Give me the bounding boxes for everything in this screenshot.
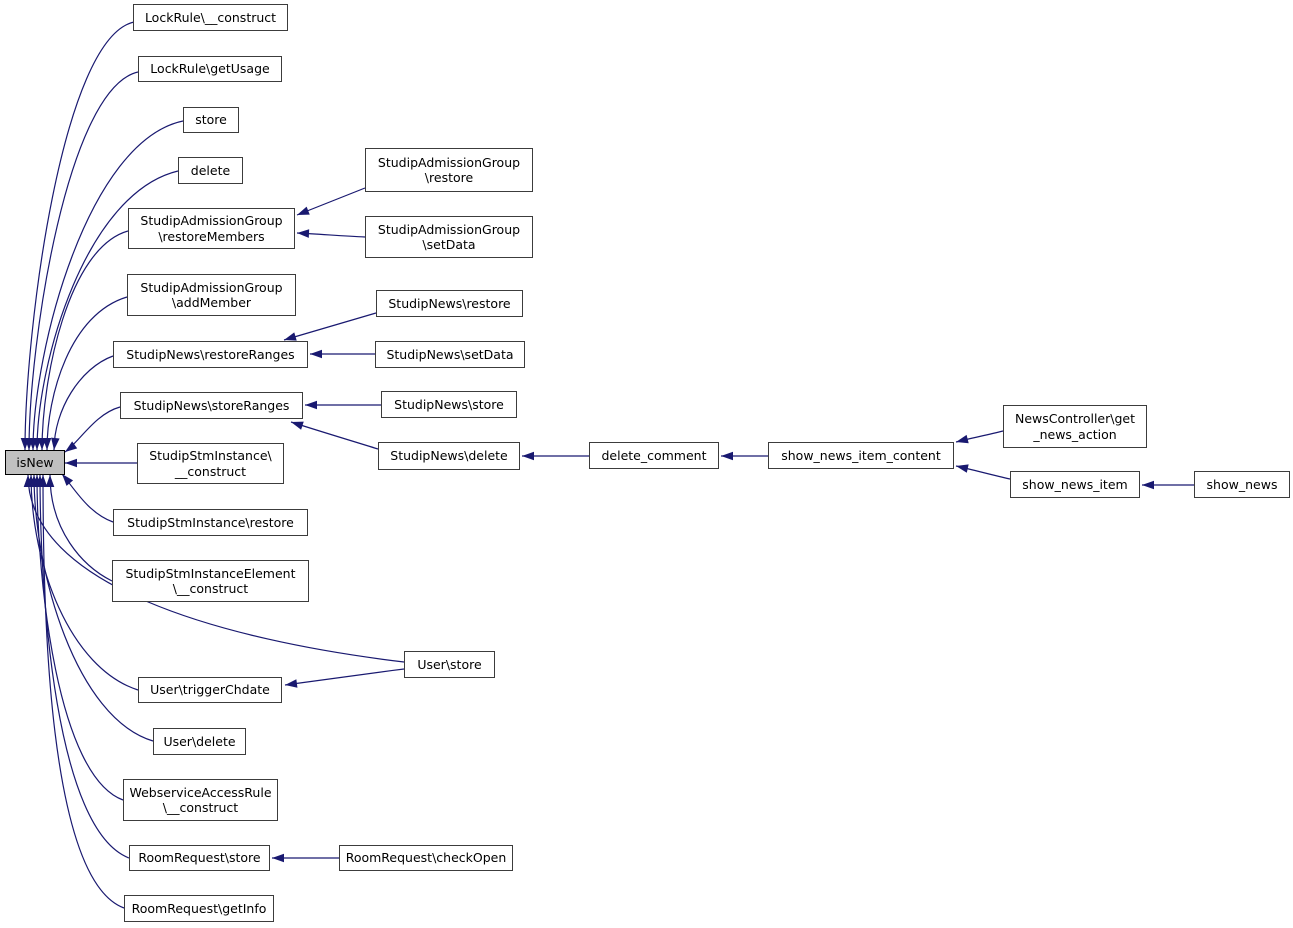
graph-node-label: StudipNews\restoreRanges [126,346,295,362]
graph-node-newscontroller-get-news-action[interactable]: NewsController\get _news_action [1003,405,1147,448]
graph-node-news-setdata[interactable]: StudipNews\setData [375,341,525,368]
graph-node-show-news[interactable]: show_news [1194,471,1290,498]
edge-delete-to-isnew [36,170,179,451]
graph-node-roomrequest-checkopen[interactable]: RoomRequest\checkOpen [339,845,513,871]
graph-node-label: StudipNews\store [394,396,504,412]
edge-adm-addmember-to-isnew [46,296,128,451]
graph-node-label: StudipAdmissionGroup \setData [377,221,521,252]
graph-node-user-delete[interactable]: User\delete [153,728,246,755]
edge-lockrule-construct-to-isnew [24,21,135,451]
graph-node-label: show_news_item [1022,476,1128,492]
graph-node-label: show_news [1206,476,1278,492]
arrowhead-adm-addmember-to-isnew [42,438,52,450]
graph-node-stm-construct[interactable]: StudipStmInstance\ __construct [137,443,284,484]
graph-node-stm-element-construct[interactable]: StudipStmInstanceElement \__construct [112,560,309,602]
graph-node-delete[interactable]: delete [178,157,243,184]
graph-node-adm-setdata[interactable]: StudipAdmissionGroup \setData [365,216,533,258]
graph-node-label: User\triggerChdate [150,682,270,698]
graph-node-label: RoomRequest\store [138,850,261,866]
graph-node-news-storeranges[interactable]: StudipNews\storeRanges [120,392,303,419]
graph-node-isnew: isNew [5,450,65,475]
graph-node-news-store[interactable]: StudipNews\store [381,391,517,418]
graph-node-roomrequest-getinfo[interactable]: RoomRequest\getInfo [124,895,274,922]
graph-node-webservice-construct[interactable]: WebserviceAccessRule \__construct [123,779,278,821]
edge-webservice-construct-to-isnew [36,474,124,801]
graph-node-label: User\store [417,656,482,672]
graph-node-label: StudipStmInstance\ __construct [149,448,272,479]
graph-node-lockrule-getusage[interactable]: LockRule\getUsage [138,56,282,82]
arrowhead-news-delete-to-news-storeranges [291,421,304,430]
graph-node-adm-restore[interactable]: StudipAdmissionGroup \restore [365,148,533,192]
graph-node-user-triggerchdate[interactable]: User\triggerChdate [138,677,282,703]
edge-news-delete-to-news-storeranges [290,421,379,450]
edge-roomrequest-store-to-isnew [39,474,130,859]
graph-node-store[interactable]: store [183,107,239,133]
graph-node-adm-addmember[interactable]: StudipAdmissionGroup \addMember [127,274,296,316]
arrowhead-user-store-to-user-triggerchdate [285,679,298,688]
graph-node-label: NewsController\get _news_action [1014,411,1135,442]
arrowhead-adm-restore-to-adm-restoremembers [297,206,310,215]
arrowhead-roomrequest-checkopen-to-roomrequest-store [272,853,284,863]
edge-roomrequest-getinfo-to-isnew [42,474,125,909]
graph-node-label: LockRule\__construct [144,9,277,25]
edge-news-restoreranges-to-isnew [53,355,114,451]
arrowhead-news-restoreranges-to-isnew [51,437,60,450]
arrowhead-newscontroller-get-news-action-to-show-news-item-content [956,434,969,444]
edge-user-delete-to-isnew [33,474,154,742]
graph-node-label: show_news_item_content [781,447,941,463]
graph-node-show-news-item-content[interactable]: show_news_item_content [768,442,954,469]
arrowhead-stm-element-construct-to-isnew [45,475,55,487]
arrowhead-news-store-to-news-storeranges [305,400,317,410]
graph-node-label: StudipNews\delete [390,448,508,464]
graph-node-adm-restoremembers[interactable]: StudipAdmissionGroup \restoreMembers [128,208,295,249]
arrowhead-stm-restore-to-isnew [62,474,74,486]
graph-node-lockrule-construct[interactable]: LockRule\__construct [133,4,288,31]
graph-node-label: RoomRequest\getInfo [131,900,267,916]
arrowhead-adm-setdata-to-adm-restoremembers [297,229,310,238]
graph-node-label: StudipAdmissionGroup \restoreMembers [140,213,283,244]
graph-node-label: LockRule\getUsage [150,61,270,77]
graph-node-news-restoreranges[interactable]: StudipNews\restoreRanges [113,341,308,368]
arrowhead-stm-construct-to-isnew [65,458,77,468]
edge-stm-element-construct-to-isnew [49,474,113,582]
graph-node-label: StudipNews\storeRanges [133,397,290,413]
edge-lockrule-getusage-to-isnew [28,71,139,451]
arrowhead-news-restore-to-news-restoreranges [284,332,297,341]
graph-node-label: WebserviceAccessRule \__construct [129,784,272,815]
graph-node-label: StudipAdmissionGroup \addMember [140,279,283,310]
edge-adm-restoremembers-to-isnew [41,230,129,451]
edge-news-restore-to-news-restoreranges [283,312,377,341]
graph-node-label: StudipStmInstanceElement \__construct [125,565,296,596]
graph-node-label: StudipAdmissionGroup \restore [377,154,521,185]
arrowhead-show-news-to-show-news-item [1142,480,1154,490]
graph-node-label: StudipNews\restore [388,295,511,311]
graph-node-news-restore[interactable]: StudipNews\restore [376,290,523,317]
graph-node-show-news-item[interactable]: show_news_item [1010,471,1140,498]
arrowhead-show-news-item-to-show-news-item-content [956,464,969,473]
arrowhead-delete-comment-to-news-delete [522,451,534,461]
arrowhead-news-setdata-to-news-restoreranges [310,349,322,359]
graph-node-label: store [195,112,227,128]
edge-user-triggerchdate-to-isnew [30,474,139,691]
graph-node-label: StudipNews\setData [386,346,514,362]
graph-node-roomrequest-store[interactable]: RoomRequest\store [129,845,270,871]
arrowhead-news-storeranges-to-isnew [65,441,78,452]
graph-node-news-delete[interactable]: StudipNews\delete [378,442,520,470]
graph-node-label: isNew [16,454,54,470]
graph-node-label: RoomRequest\checkOpen [345,850,507,866]
graph-node-label: User\delete [163,733,236,749]
graph-node-label: StudipStmInstance\restore [127,514,294,530]
graph-node-delete-comment[interactable]: delete_comment [589,442,719,469]
arrowhead-show-news-item-content-to-delete-comment [721,451,733,461]
graph-node-label: delete [190,162,231,178]
edge-user-store-to-user-triggerchdate [284,668,405,686]
edge-store-to-isnew [32,120,184,451]
arrowhead-roomrequest-getinfo-to-isnew [38,475,48,487]
graph-node-stm-restore[interactable]: StudipStmInstance\restore [113,509,308,536]
graph-node-user-store[interactable]: User\store [404,651,495,678]
graph-node-label: delete_comment [601,447,707,463]
